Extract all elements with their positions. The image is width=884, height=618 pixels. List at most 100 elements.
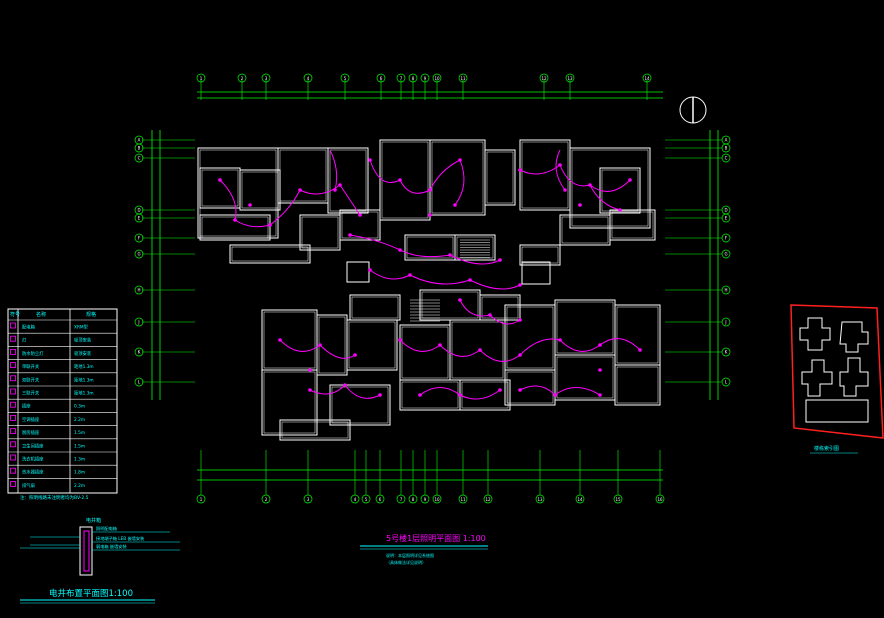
axis-bubble-right: J xyxy=(724,320,726,325)
legend-item-spec: 1.3m xyxy=(74,457,85,463)
axis-bubble-bottom: 12 xyxy=(485,497,491,502)
legend-header-name: 名称 xyxy=(36,311,46,318)
legend-item-name: 空调插座 xyxy=(22,416,40,423)
legend-header-symbol: 符号 xyxy=(10,311,20,318)
axis-bubble-top: 11 xyxy=(460,76,466,81)
axis-bubble-left: G xyxy=(137,252,140,257)
axis-bubble-left: D xyxy=(137,208,140,213)
drawing-note-1: 说明：本层照明详见系统图 xyxy=(386,552,434,558)
lamp-icon xyxy=(10,335,16,342)
legend-item-spec: 2.2m xyxy=(74,483,85,489)
legend-item-spec: 2.2m xyxy=(74,417,85,423)
lighting-circuit-wiring xyxy=(218,149,642,400)
axis-bubble-left: J xyxy=(137,320,139,325)
legend-item-name: 卫生间插座 xyxy=(22,442,44,449)
axis-bubble-top: 1 xyxy=(200,76,203,81)
legend-item-spec: 距地1.3m xyxy=(74,390,94,397)
axis-bubble-right: D xyxy=(724,208,727,213)
axis-bubble-right: A xyxy=(725,138,728,143)
axis-bubble-bottom: 11 xyxy=(460,497,466,502)
floor-plan-walls xyxy=(197,139,661,441)
legend-item-name: 热水器插座 xyxy=(22,469,44,476)
shaft-note-1: 照明配电箱 xyxy=(96,525,117,532)
axis-bubble-bottom: 4 xyxy=(354,497,357,502)
shaft-box-label: 电井箱 xyxy=(86,517,101,524)
axis-bubble-left: B xyxy=(138,146,141,151)
axis-bubble-bottom: 5 xyxy=(365,497,368,502)
switch-icon xyxy=(10,362,16,369)
legend-item-spec: 吸顶安装 xyxy=(74,350,92,357)
drawing-title-block: 5号楼1层照明平面图 1:100 说明：本层照明详见系统图 （具体做法详见说明） xyxy=(360,533,488,565)
axis-bubble-bottom: 10 xyxy=(434,497,440,502)
legend-item-name: 厨房插座 xyxy=(22,429,40,436)
legend-item-spec: 距地1.3m xyxy=(74,376,94,383)
legend-header-spec: 规格 xyxy=(86,311,96,318)
axis-bubble-top: 6 xyxy=(380,76,383,81)
socket-icon xyxy=(10,467,16,474)
axis-bubble-bottom: 9 xyxy=(424,497,427,502)
socket-icon xyxy=(10,428,16,435)
axis-bubble-left: K xyxy=(138,350,141,355)
axis-bubble-bottom: 3 xyxy=(307,497,310,502)
legend-item-name: 三联开关 xyxy=(22,390,40,397)
drawing-note-2: （具体做法详见说明） xyxy=(386,559,426,565)
axis-bubble-left: F xyxy=(138,236,141,241)
keyplan-label: 楼栋索引图 xyxy=(814,445,839,452)
legend-item-name: 双联开关 xyxy=(22,376,40,383)
legend-item-spec: 1.5m xyxy=(74,443,85,449)
axis-bubble-top: 10 xyxy=(434,76,440,81)
axis-bubble-right: E xyxy=(725,216,728,221)
legend-item-name: 插座 xyxy=(22,403,31,410)
axis-bubble-left: E xyxy=(138,216,141,221)
axis-bubble-bottom: 1 xyxy=(200,497,203,502)
axis-bubble-top: 14 xyxy=(644,76,650,81)
axis-bubble-right: H xyxy=(724,288,727,293)
switch-icon xyxy=(10,388,16,395)
axis-bubble-left: H xyxy=(137,288,140,293)
axis-bubble-top: 4 xyxy=(307,76,310,81)
legend-item-spec: 1.5m xyxy=(74,430,85,436)
axis-bubble-bottom: 16 xyxy=(657,497,663,502)
socket-icon xyxy=(10,414,16,421)
legend-item-name: 灯 xyxy=(22,337,27,344)
axis-bubble-left: A xyxy=(138,138,141,143)
axis-bubble-top: 2 xyxy=(241,76,244,81)
axis-bubble-bottom: 14 xyxy=(577,497,583,502)
legend-item-spec: 0.3m xyxy=(74,404,85,410)
axis-bubble-top: 3 xyxy=(265,76,268,81)
socket-icon xyxy=(10,480,16,487)
axis-bubble-bottom: 7 xyxy=(400,497,403,502)
panel-icon xyxy=(10,322,16,329)
legend-item-name: 防水防尘灯 xyxy=(22,350,44,357)
axis-bubble-left: L xyxy=(138,380,141,385)
axis-bubble-bottom: 8 xyxy=(412,497,415,502)
axis-bubble-top: 12 xyxy=(541,76,547,81)
socket-icon xyxy=(10,441,16,448)
legend-item-spec: 距地1.3m xyxy=(74,363,94,370)
axis-bubble-right: B xyxy=(725,146,728,151)
legend-item-name: 配电箱 xyxy=(22,324,36,331)
axis-bubble-top: 8 xyxy=(412,76,415,81)
lamp-icon xyxy=(10,348,16,355)
axis-bubble-right: K xyxy=(725,350,728,355)
legend-item-name: 洗衣机插座 xyxy=(22,456,44,463)
shaft-note-3: 弱电箱 嵌墙安装 xyxy=(96,543,127,550)
axis-bubble-right: L xyxy=(725,380,728,385)
axis-bubble-top: 9 xyxy=(424,76,427,81)
socket-icon xyxy=(10,401,16,408)
socket-icon xyxy=(10,454,16,461)
drawing-title: 5号楼1层照明平面图 1:100 xyxy=(386,533,486,543)
legend-item-spec: XRM型 xyxy=(74,324,89,331)
shaft-plan-title: 电井布置平面图1:100 xyxy=(49,588,133,599)
axis-bubble-top: 13 xyxy=(567,76,573,81)
legend-item-name: 单联开关 xyxy=(22,363,40,370)
axis-bubble-top: 7 xyxy=(400,76,403,81)
axis-bubble-bottom: 6 xyxy=(379,497,382,502)
axis-bubble-bottom: 15 xyxy=(615,497,621,502)
axis-bubble-bottom: 2 xyxy=(265,497,268,502)
legend-item-name: 排气扇 xyxy=(22,482,35,489)
key-plan: 楼栋索引图 xyxy=(790,304,884,454)
